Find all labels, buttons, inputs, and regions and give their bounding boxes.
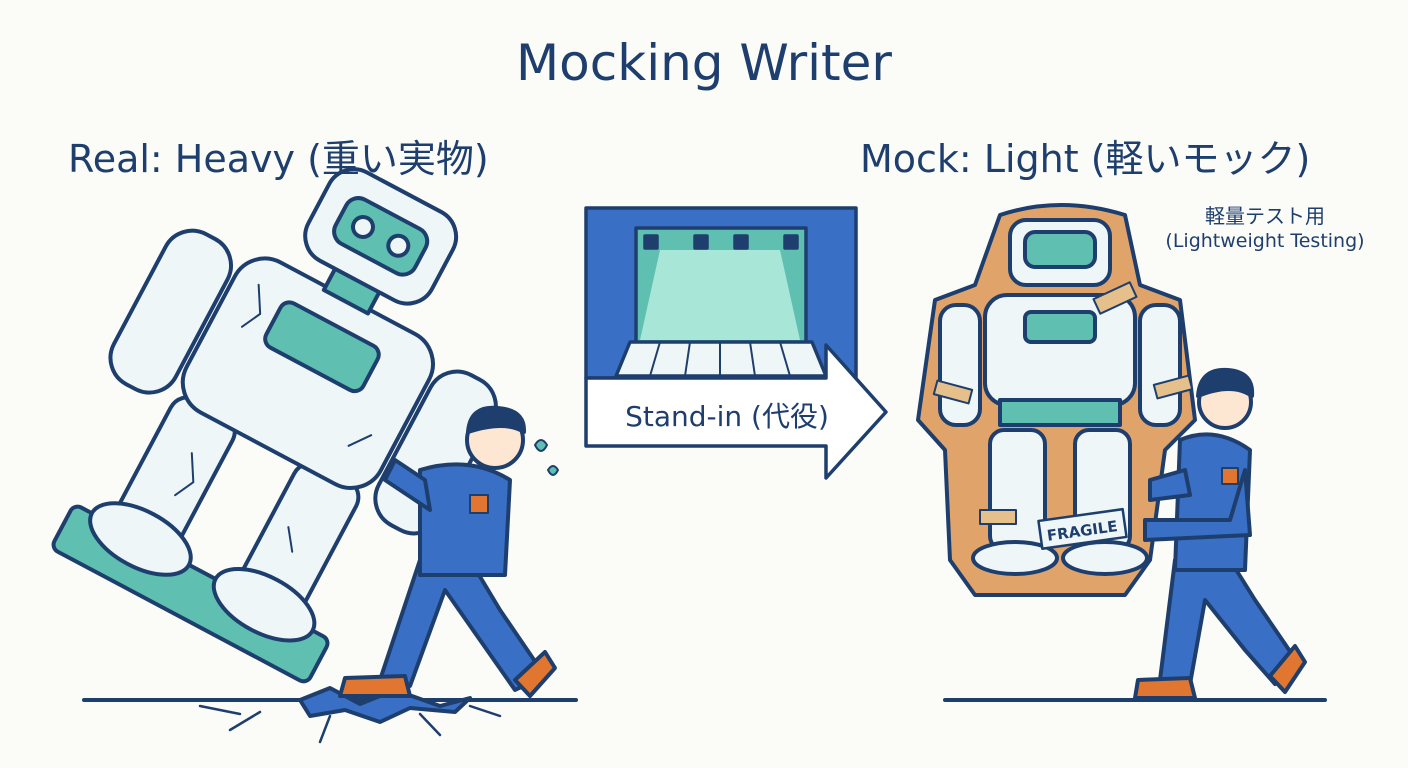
mock-robot-foot-right xyxy=(1063,542,1147,574)
stage-arrow xyxy=(586,208,886,478)
lightweight-note-jp: 軽量テスト用 xyxy=(1120,200,1408,229)
page-title: Mocking Writer xyxy=(0,34,1408,92)
right-scene xyxy=(918,205,1325,700)
worker-shoe-left xyxy=(340,676,410,696)
mock-robot-chest xyxy=(1025,312,1095,342)
lightweight-note-en: (Lightweight Testing) xyxy=(1120,230,1408,252)
mock-light-heading: Mock: Light (軽いモック) xyxy=(860,128,1310,183)
worker-body xyxy=(420,464,510,575)
spotlight xyxy=(735,236,747,248)
worker-shoe-left xyxy=(1135,678,1195,698)
stage-light-cone xyxy=(640,250,800,340)
mock-robot-arm-left xyxy=(940,305,980,425)
left-scene xyxy=(15,105,576,742)
mock-robot-arm-right xyxy=(1140,305,1180,425)
spotlight xyxy=(785,236,797,248)
arrow-label: Stand-in (代役) xyxy=(592,395,862,435)
worker-badge xyxy=(1222,468,1238,484)
mock-robot-belt xyxy=(1000,400,1120,425)
worker-badge xyxy=(470,495,488,513)
real-heavy-heading: Real: Heavy (重い実物) xyxy=(68,128,489,183)
tape-strip xyxy=(980,510,1016,524)
spotlight xyxy=(645,236,657,248)
sweat-drops xyxy=(535,440,558,475)
mock-robot-leg-left xyxy=(990,430,1045,550)
mock-robot-visor xyxy=(1025,232,1095,267)
spotlight xyxy=(695,236,707,248)
worker-legs xyxy=(380,560,545,690)
